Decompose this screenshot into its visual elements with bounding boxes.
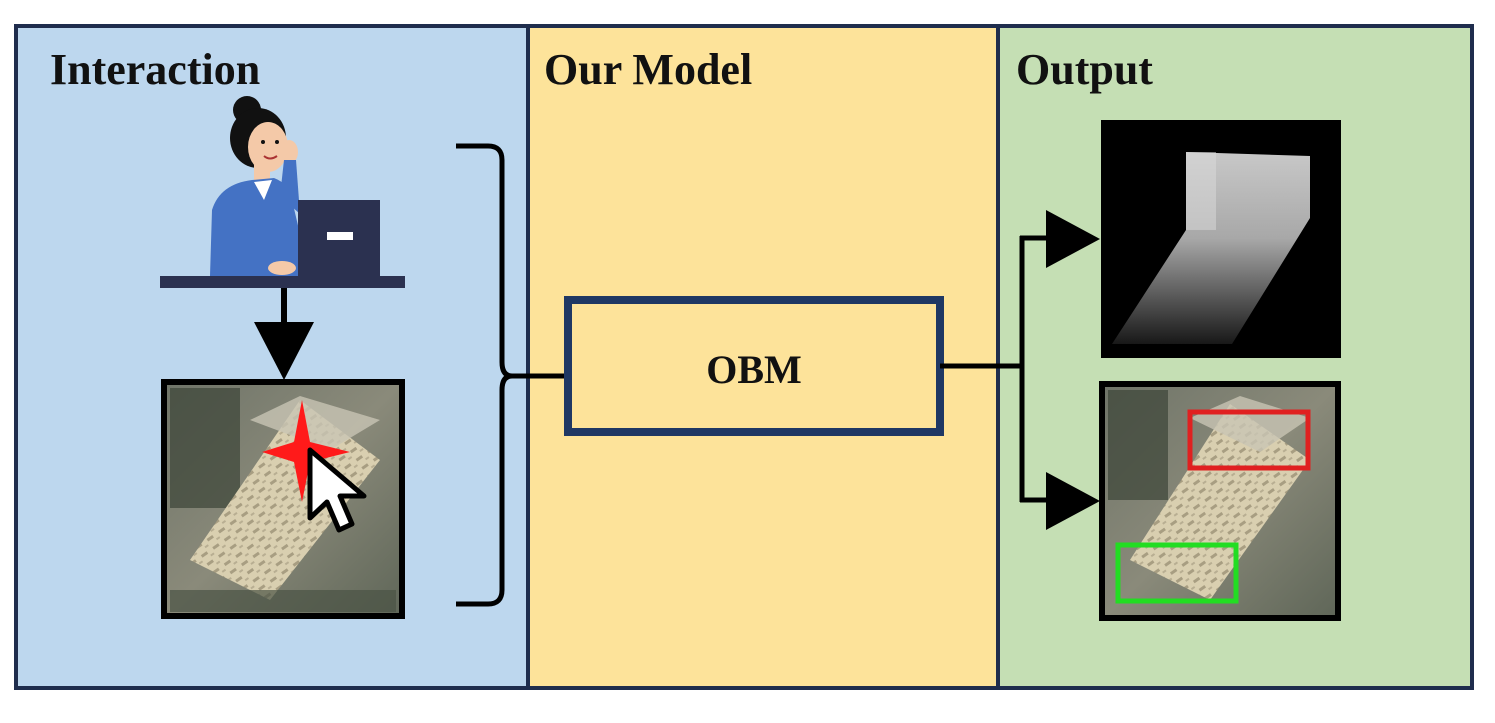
click-star-icon [262, 400, 350, 502]
user-at-laptop-icon [160, 96, 405, 288]
right-arrow-icon [1046, 210, 1100, 268]
model-title: Our Model [544, 45, 752, 94]
right-arrow-icon [1046, 472, 1100, 530]
green-bbox [1115, 542, 1239, 604]
red-bbox [1187, 409, 1311, 471]
output-bbox-image [1099, 381, 1341, 621]
obm-label: OBM [706, 347, 802, 392]
input-satellite-image [161, 379, 405, 619]
output-title: Output [1016, 45, 1153, 94]
interaction-title: Interaction [50, 45, 260, 94]
output-connectors [940, 235, 1050, 503]
output-depth-map [1101, 120, 1341, 358]
arrow-down-icon [254, 288, 314, 380]
obm-box [564, 296, 944, 436]
mouse-cursor-icon [307, 447, 367, 533]
